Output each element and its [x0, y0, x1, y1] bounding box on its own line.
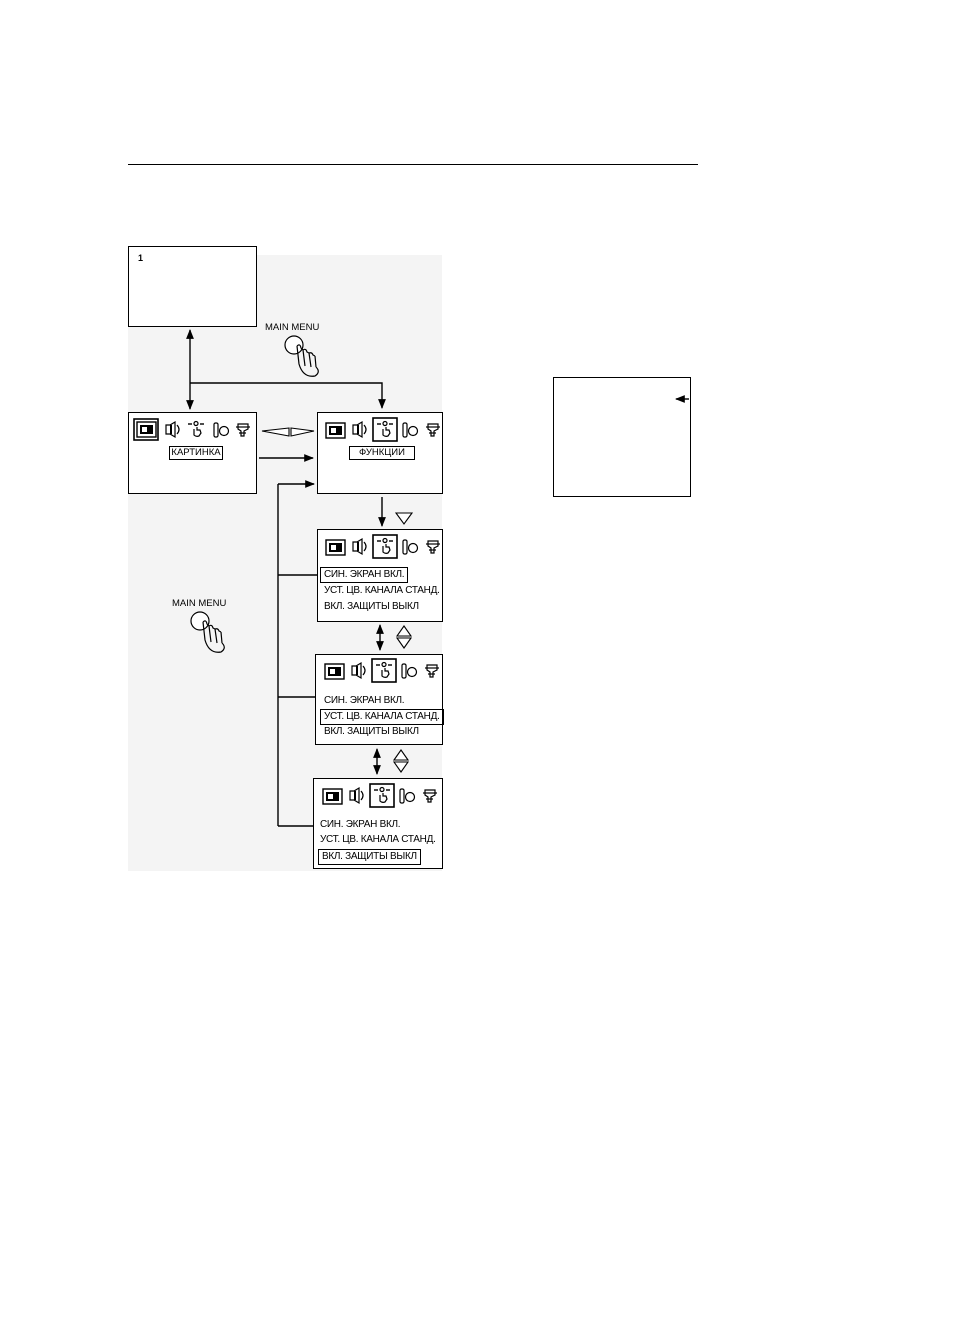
hand-press-icon-left [191, 612, 224, 652]
functions-icon [376, 663, 392, 678]
picture-icon [326, 423, 345, 438]
setup-icon [423, 790, 437, 802]
functions-icon [374, 788, 390, 803]
picture-icon [326, 540, 345, 555]
setup-icon [236, 424, 250, 436]
setup-icon [426, 424, 440, 436]
icon-row-picture [134, 419, 250, 440]
setup-icon [425, 665, 439, 677]
icon-row-functions [326, 418, 440, 441]
channel-icon [403, 423, 418, 437]
icon-row-sub2 [325, 659, 439, 682]
channel-icon [400, 789, 415, 803]
picture-icon [323, 789, 342, 804]
right-button-icon [291, 428, 314, 436]
hand-press-icon-top [285, 336, 318, 376]
channel-icon [214, 423, 229, 437]
functions-icon [188, 422, 204, 437]
down-button-icon [396, 513, 412, 524]
sound-icon [353, 422, 366, 437]
functions-icon [377, 539, 393, 554]
sound-icon [352, 663, 365, 678]
icon-row-sub3 [323, 784, 437, 807]
icon-row-sub1 [326, 535, 440, 558]
functions-icon [377, 422, 393, 437]
picture-icon [137, 422, 156, 437]
left-button-icon [262, 428, 289, 436]
setup-icon [426, 541, 440, 553]
channel-icon [402, 664, 417, 678]
sound-icon [350, 788, 363, 803]
picture-icon [325, 664, 344, 679]
channel-icon [403, 540, 418, 554]
sound-icon [166, 422, 179, 437]
sound-icon [353, 539, 366, 554]
arrow-to-functions [190, 383, 382, 408]
updown-button-icon-2 [394, 750, 408, 772]
updown-button-icon-1 [397, 626, 411, 648]
